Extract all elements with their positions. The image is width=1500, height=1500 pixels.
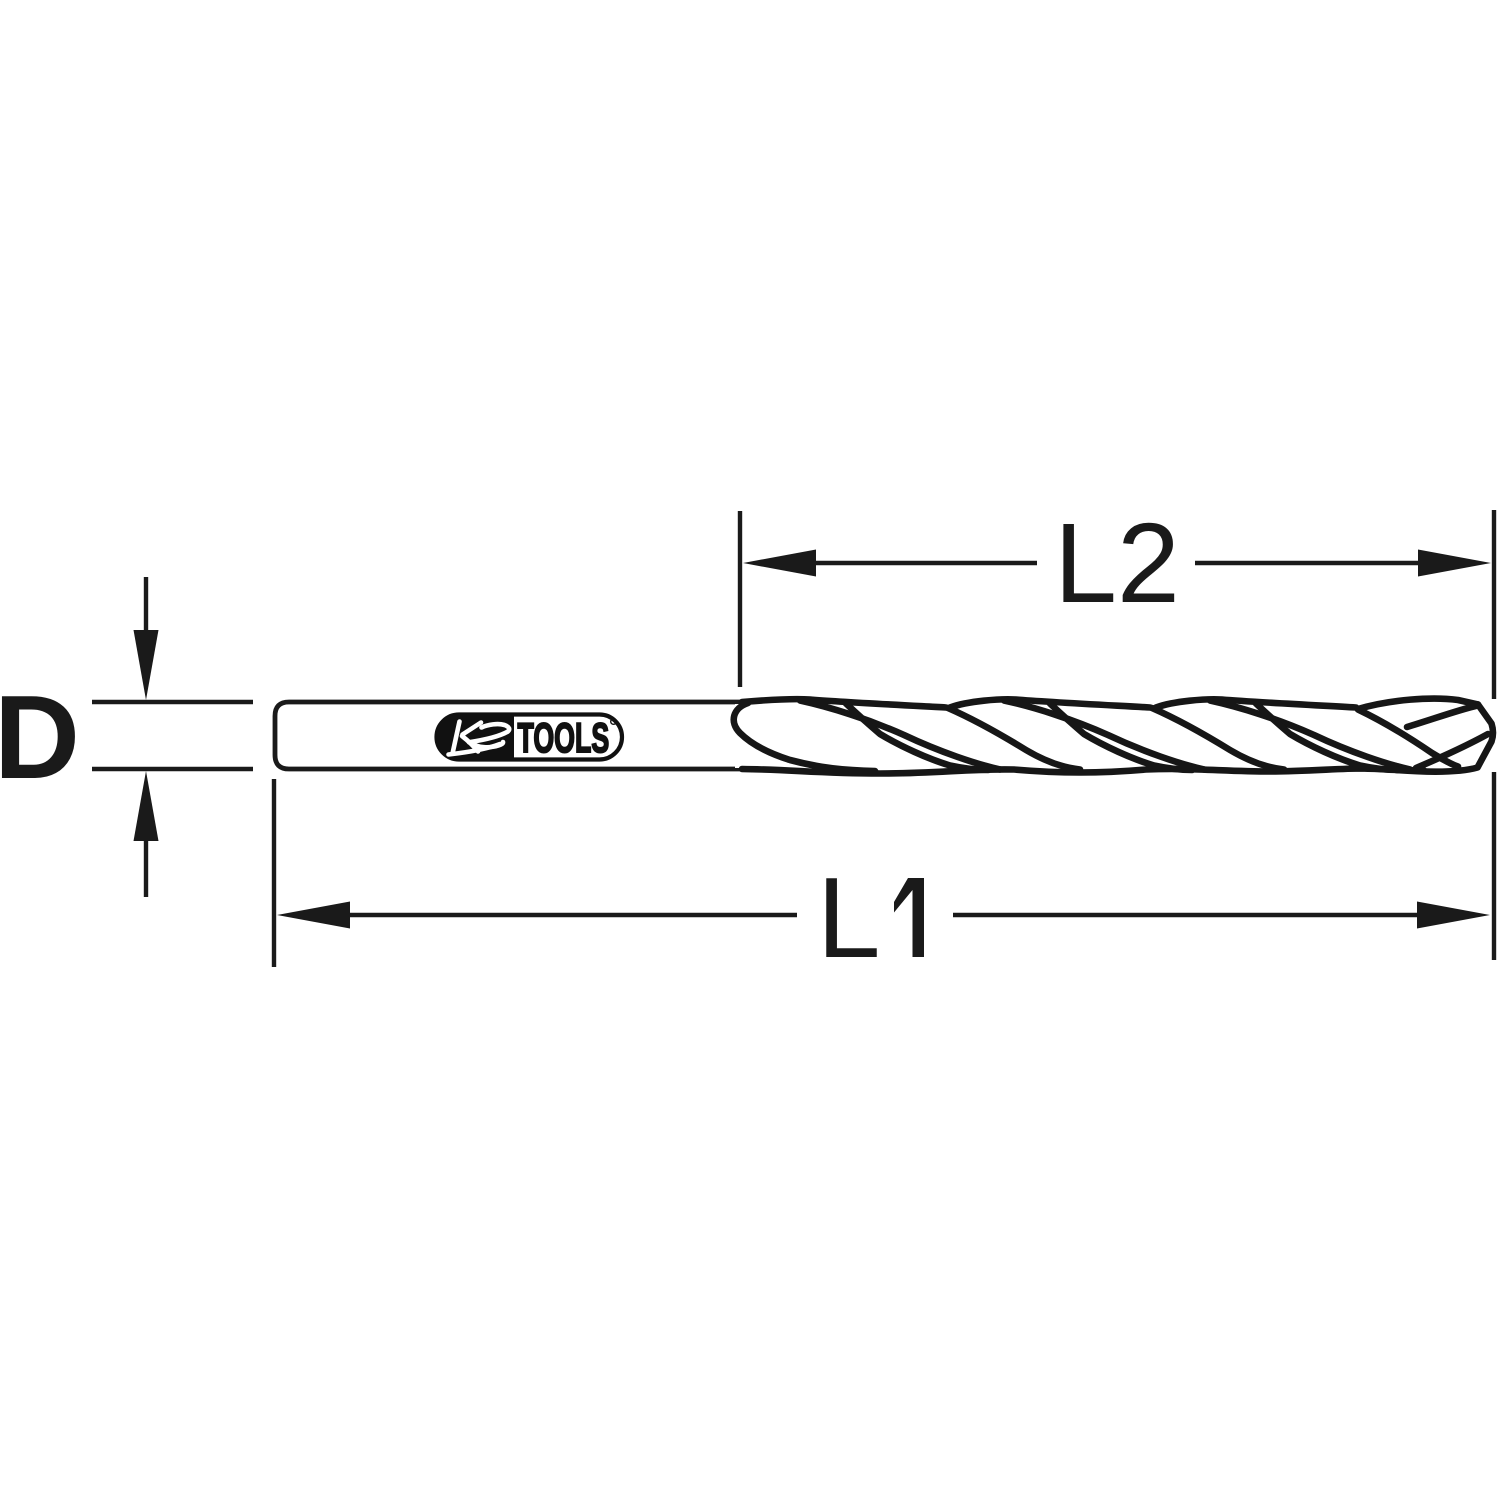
svg-text:D: D	[0, 671, 80, 804]
svg-text:L: L	[817, 854, 881, 982]
svg-text:L2: L2	[1054, 500, 1180, 626]
svg-text:TOOLS: TOOLS	[518, 715, 610, 761]
